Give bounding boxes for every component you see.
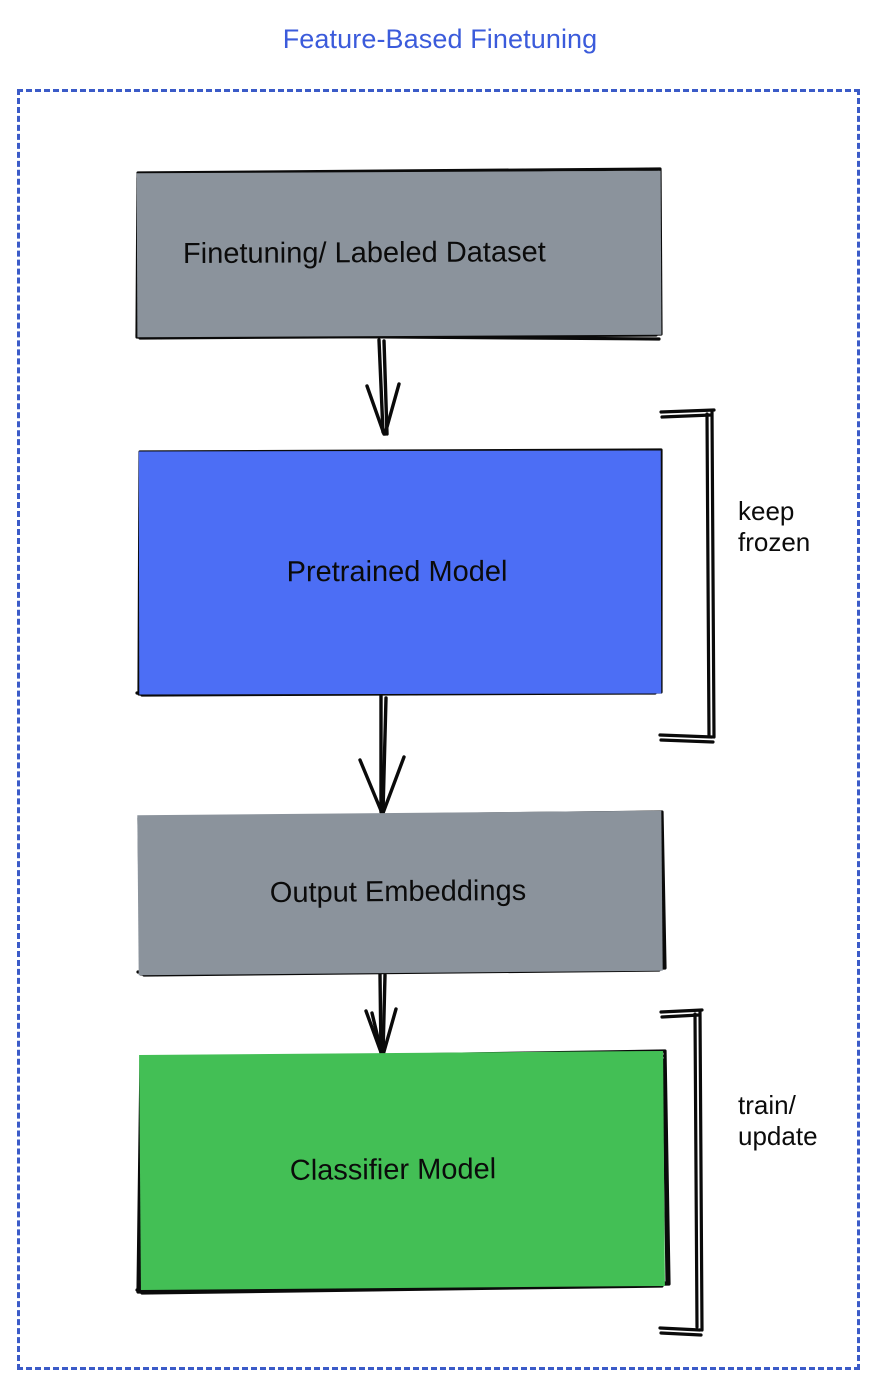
node-pretrained-model[interactable]: Pretrained Model	[138, 450, 662, 695]
node-classifier-model[interactable]: Classifier Model	[139, 1050, 665, 1291]
annotation-train-update: train/ update	[738, 1090, 818, 1151]
node-classifier-label: Classifier Model	[289, 1153, 497, 1187]
annotation-keep-frozen: keep frozen	[738, 496, 811, 557]
page-title: Feature-Based Finetuning	[282, 24, 598, 54]
node-finetuning-labeled-dataset[interactable]: Finetuning/ Labeled Dataset	[136, 170, 662, 338]
diagram-outer-frame	[17, 89, 860, 1370]
node-dataset-label: Finetuning/ Labeled Dataset	[182, 236, 546, 271]
node-pretrained-label: Pretrained Model	[286, 555, 508, 589]
node-output-embeddings[interactable]: Output Embeddings	[137, 810, 663, 976]
node-embeddings-label: Output Embeddings	[269, 875, 527, 910]
